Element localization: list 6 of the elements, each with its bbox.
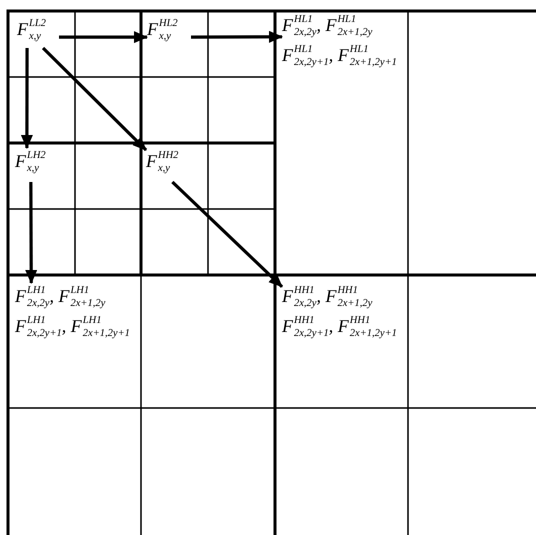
arrow bbox=[191, 30, 283, 43]
arrow bbox=[171, 180, 284, 288]
arrow bbox=[25, 182, 38, 284]
arrow bbox=[42, 46, 148, 152]
arrow bbox=[20, 48, 33, 149]
arrow bbox=[59, 31, 148, 44]
